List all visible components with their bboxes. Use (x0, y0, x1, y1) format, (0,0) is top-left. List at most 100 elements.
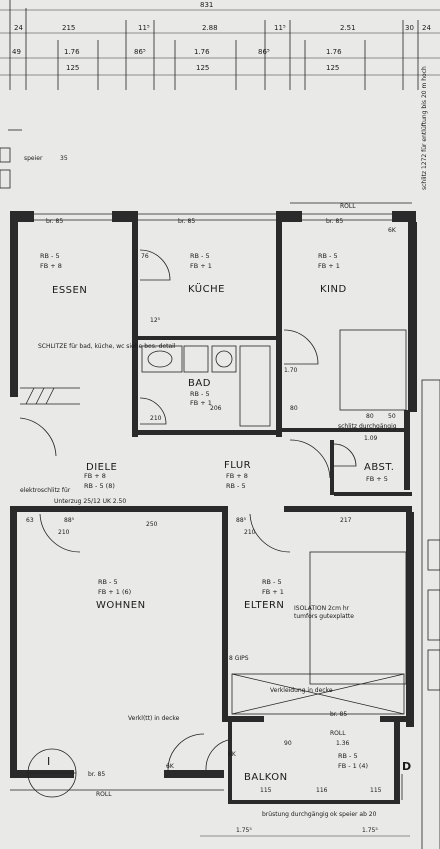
left-edge-markers: speier 35 (0, 129, 68, 189)
svg-text:FB + 1 (6): FB + 1 (6) (98, 588, 131, 596)
svg-text:115: 115 (260, 787, 272, 794)
svg-text:115: 115 (370, 787, 382, 794)
svg-text:6K: 6K (228, 751, 237, 758)
schlitze-note: SCHLITZE für bad, küche, wc siehe bes. d… (38, 343, 176, 350)
svg-text:RB - 5: RB - 5 (190, 390, 210, 398)
svg-text:FB + 5: FB + 5 (366, 475, 388, 483)
svg-text:1.70: 1.70 (284, 367, 298, 374)
svg-text:210: 210 (150, 415, 162, 422)
verkl-decke-note: Verkl(tt) in decke (128, 715, 180, 722)
room-eltern: 88⁵ 210 217 RB - 5 FB + 1 ELTERN ISOLATI… (229, 513, 407, 718)
svg-text:90: 90 (284, 740, 292, 747)
room-label-abst: ABST. (364, 462, 394, 473)
svg-text:br. 85: br. 85 (46, 218, 63, 225)
dim-top-7: 30 (405, 24, 414, 32)
svg-text:br. 85: br. 85 (330, 711, 347, 718)
verkleidung-note: Verkleidung in decke (270, 687, 333, 694)
svg-text:1.75⁵: 1.75⁵ (236, 827, 252, 834)
bruestung-note: brüstung durchgängig (262, 811, 329, 818)
schlitz-durchgaengig-note: schlitz durchgängig (338, 423, 397, 430)
svg-text:FB + 1: FB + 1 (318, 262, 340, 270)
bottom-dimensions: ROLL br. 85 6K 1.75⁵ 1.75⁵ (10, 763, 410, 837)
dim-mid-2: 1.76 (64, 48, 80, 56)
svg-text:80: 80 (366, 413, 374, 420)
roll-label-bottom: ROLL (96, 791, 112, 798)
room-label-eltern: ELTERN (244, 600, 284, 611)
svg-text:FB + 8: FB + 8 (40, 262, 62, 270)
svg-text:1.09: 1.09 (364, 435, 378, 442)
svg-text:12⁵: 12⁵ (150, 317, 161, 324)
svg-text:1.36: 1.36 (336, 740, 350, 747)
svg-text:br. 85: br. 85 (88, 771, 105, 778)
dim-mid-4: 1.76 (194, 48, 210, 56)
roll-label-top: ROLL (340, 203, 356, 210)
svg-text:FB - 1 (4): FB - 1 (4) (338, 762, 368, 770)
svg-text:RB - 5: RB - 5 (226, 482, 246, 490)
room-label-diele: DIELE (86, 462, 117, 473)
svg-text:RB - 5: RB - 5 (190, 252, 210, 260)
svg-text:br. 85: br. 85 (178, 218, 195, 225)
svg-text:br. 85: br. 85 (326, 218, 343, 225)
room-bad: BAD RB - 5 FB + 1 210 206 (139, 345, 271, 427)
svg-text:RB - 5: RB - 5 (40, 252, 60, 260)
room-flur: FLUR FB + 8 RB - 5 (224, 439, 331, 490)
dim-top-4: 2.88 (202, 24, 218, 32)
room-kind: br. 85 6K RB - 5 FB + 1 KIND 80 1.70 (283, 218, 407, 412)
svg-text:210: 210 (58, 529, 70, 536)
svg-text:116: 116 (316, 787, 328, 794)
svg-text:RB - 5: RB - 5 (338, 752, 358, 760)
svg-text:6K: 6K (388, 227, 397, 234)
room-essen: br. 85 RB - 5 FB + 8 ESSEN SCHLITZE für … (20, 218, 176, 405)
svg-text:210: 210 (244, 529, 256, 536)
elektro-note: elektroschlitz für (20, 487, 71, 494)
section-marker: I D (27, 748, 411, 800)
dim-top-1: 24 (14, 24, 23, 32)
room-label-wohnen: WOHNEN (96, 600, 146, 611)
walls (10, 211, 417, 804)
dim-top-8: 24 (422, 24, 431, 32)
svg-text:FB + 8: FB + 8 (84, 472, 106, 480)
room-label-flur: FLUR (224, 460, 251, 471)
dim-low-1: 125 (66, 64, 79, 72)
svg-text:80: 80 (290, 405, 298, 412)
dim-top-6: 2.51 (340, 24, 356, 32)
room-label-balkon: BALKON (244, 772, 288, 783)
svg-text:RB - 5: RB - 5 (318, 252, 338, 260)
svg-text:50: 50 (388, 413, 396, 420)
room-diele: DIELE FB + 8 RB - 5 (8) elektroschlitz f… (19, 417, 126, 505)
overall-width: 831 (200, 1, 213, 9)
ok-speicher-note: ok speier ab 20 (330, 811, 377, 818)
svg-text:6K: 6K (166, 763, 175, 770)
svg-text:FB + 1: FB + 1 (262, 588, 284, 596)
top-dimension-chains: 831 24 215 11⁵ 2.88 11⁵ 2.51 30 24 49 1.… (0, 0, 440, 90)
svg-text:FB + 1: FB + 1 (190, 399, 212, 407)
room-balkon: ROLL 90 1.36 RB - 5 FB - 1 (4) BALKON 11… (205, 730, 382, 818)
schlitz-entlueftung-note: schlitz 1272 für entlüftung bis 20 m hoc… (421, 66, 428, 190)
right-strip (421, 379, 440, 849)
svg-text:63: 63 (26, 517, 34, 524)
svg-text:RB - 5: RB - 5 (262, 578, 282, 586)
dim-top-3: 11⁵ (138, 24, 150, 32)
svg-text:RB - 5: RB - 5 (98, 578, 118, 586)
dim-mid-6: 1.76 (326, 48, 342, 56)
room-label-bad: BAD (188, 378, 211, 389)
isolation-note: ISOLATION 2cm hr (294, 605, 350, 612)
section-marker-letter: D (402, 760, 411, 773)
dim-low-2: 125 (196, 64, 209, 72)
svg-text:217: 217 (340, 517, 352, 524)
room-label-kueche: KÜCHE (188, 282, 225, 295)
dim-top-2: 215 (62, 24, 75, 32)
speier-note: speier (24, 155, 43, 162)
room-kueche: br. 85 RB - 5 FB + 1 KÜCHE 76 12⁵ (139, 218, 225, 324)
svg-text:206: 206 (210, 405, 222, 412)
room-label-essen: ESSEN (52, 285, 87, 296)
svg-text:1.75⁵: 1.75⁵ (362, 827, 378, 834)
svg-text:RB - 5 (8): RB - 5 (8) (84, 482, 115, 490)
room-label-kind: KIND (320, 284, 347, 295)
dim-top-5: 11⁵ (274, 24, 286, 32)
svg-text:88⁵: 88⁵ (64, 517, 75, 524)
gips-note: 8 GIPS (229, 655, 249, 662)
svg-text:76: 76 (141, 253, 149, 260)
